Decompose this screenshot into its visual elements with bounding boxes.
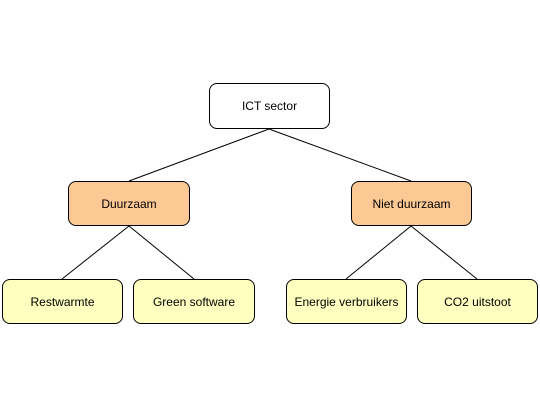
node-energie-verbruikers: Energie verbruikers (286, 279, 407, 324)
node-duurzaam: Duurzaam (68, 181, 190, 226)
node-co2-uitstoot: CO2 uitstoot (417, 279, 538, 324)
node-label: CO2 uitstoot (444, 294, 511, 309)
connector-duurzaam-green-software (128, 225, 195, 280)
node-restwarmte: Restwarmte (2, 279, 123, 324)
connector-duurzaam-restwarmte (61, 225, 130, 280)
connector-niet-duurzaam-energie (345, 225, 412, 280)
node-label: Energie verbruikers (294, 294, 399, 309)
node-label: Duurzaam (101, 196, 157, 211)
node-label: Green software (152, 294, 236, 309)
connector-root-niet-duurzaam (268, 128, 412, 182)
node-label: Niet duurzaam (372, 196, 451, 211)
node-green-software: Green software (133, 279, 255, 324)
node-label: ICT sector (241, 99, 298, 113)
connector-root-duurzaam (128, 128, 270, 182)
node-label: Restwarmte (30, 294, 95, 309)
connector-niet-duurzaam-co2 (410, 225, 478, 280)
node-niet-duurzaam: Niet duurzaam (351, 181, 472, 226)
node-ict-sector: ICT sector (209, 83, 330, 129)
